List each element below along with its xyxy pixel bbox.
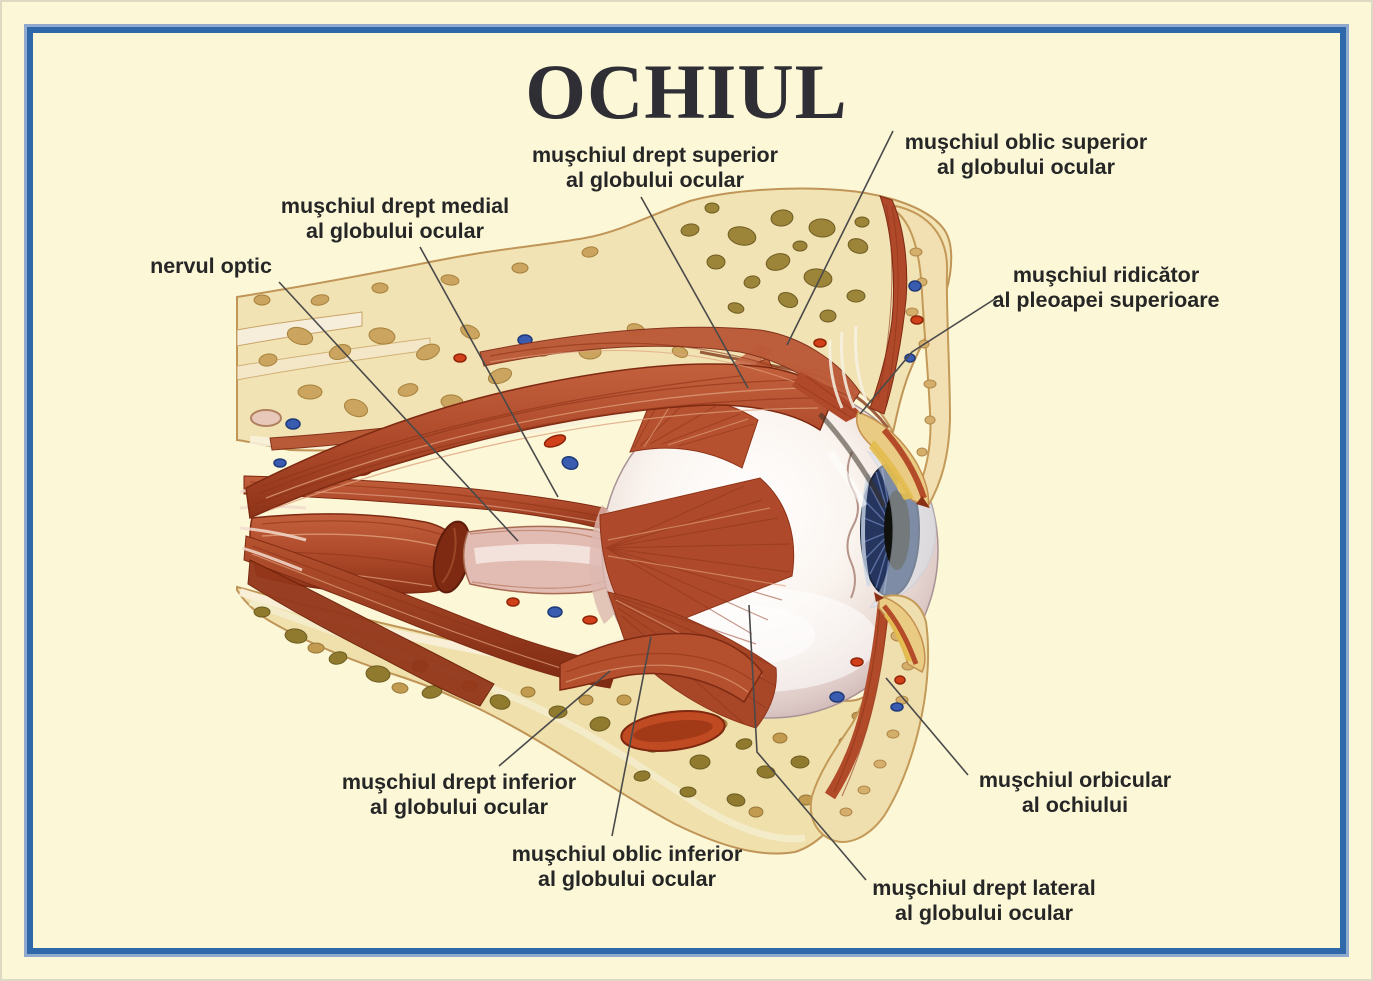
orbital-rim-upper-right xyxy=(818,195,952,509)
leader-lines xyxy=(278,130,1002,881)
label-line: al globului ocular xyxy=(306,219,484,243)
label-muschiul-drept-lateral: muşchiul drept lateral al globului ocula… xyxy=(872,876,1095,926)
orbicularis-lower-band xyxy=(824,601,890,800)
bone-vessels-rim xyxy=(904,280,924,363)
label-muschiul-drept-superior: muşchiul drept superior al globului ocul… xyxy=(532,143,778,193)
label-line: muşchiul ridicător xyxy=(1012,263,1200,287)
optic-nerve xyxy=(463,525,619,595)
label-line: nervul optic xyxy=(150,254,272,278)
leader-drept-lateral xyxy=(748,604,867,881)
label-line: muşchiul oblic superior xyxy=(904,130,1148,154)
leader-orbicular xyxy=(885,677,969,776)
leader-oblic-inferior xyxy=(611,636,652,837)
label-line: al globului ocular xyxy=(370,795,548,819)
label-line: al globului ocular xyxy=(895,901,1073,925)
spongy-bone-texture-brow xyxy=(680,202,870,323)
label-line: al globului ocular xyxy=(566,168,744,192)
leader-nervul-optic xyxy=(278,281,519,542)
label-line: muşchiul drept lateral xyxy=(872,876,1096,900)
label-line: al pleoapei superioare xyxy=(992,288,1220,312)
label-muschiul-ridicator: muşchiul ridicător al pleoapei superioar… xyxy=(992,263,1219,313)
label-line: al globului ocular xyxy=(937,155,1115,179)
orbital-rim-lower-right xyxy=(809,592,930,843)
label-line: muşchiul drept medial xyxy=(280,194,510,218)
label-muschiul-orbicular: muşchiul orbicular al ochiului xyxy=(979,768,1171,818)
central-muscle-fan xyxy=(599,477,795,637)
leader-oblic-superior xyxy=(786,130,894,346)
bone-vessels-lower xyxy=(506,597,598,625)
label-muschiul-oblic-superior: muşchiul oblic superior al globului ocul… xyxy=(905,130,1148,180)
label-line: muşchiul orbicular xyxy=(978,768,1172,792)
leader-drept-medial xyxy=(419,246,559,498)
levator-palpebrae-muscle xyxy=(479,326,862,422)
upper-eyelid xyxy=(855,411,930,509)
label-nervul-optic: nervul optic xyxy=(150,254,272,279)
label-line: al globului ocular xyxy=(538,867,716,891)
leader-ridicator xyxy=(859,294,1002,415)
label-line: al ochiului xyxy=(1021,793,1129,817)
label-muschiul-drept-medial: muşchiul drept medial al globului ocular xyxy=(281,194,509,244)
label-line: muşchiul oblic inferior xyxy=(511,842,743,866)
superior-oblique-insertion-fan xyxy=(629,395,759,469)
label-line: muşchiul drept inferior xyxy=(341,770,577,794)
orbicularis-upper-band xyxy=(869,195,908,415)
label-muschiul-drept-inferior: muşchiul drept inferior al globului ocul… xyxy=(342,770,576,820)
leader-drept-superior xyxy=(640,196,749,389)
label-muschiul-oblic-inferior: muşchiul oblic inferior al globului ocul… xyxy=(512,842,743,892)
bone-vessels-lower-right xyxy=(829,657,906,712)
lower-eyelid xyxy=(874,592,926,674)
bone-canal xyxy=(250,409,282,427)
label-line: muşchiul drept superior xyxy=(531,143,779,167)
poster-title: OCHIUL xyxy=(525,48,848,135)
leader-drept-inferior xyxy=(498,670,611,767)
infraorbital-vessel xyxy=(620,710,726,752)
muscle-fans xyxy=(245,325,868,729)
